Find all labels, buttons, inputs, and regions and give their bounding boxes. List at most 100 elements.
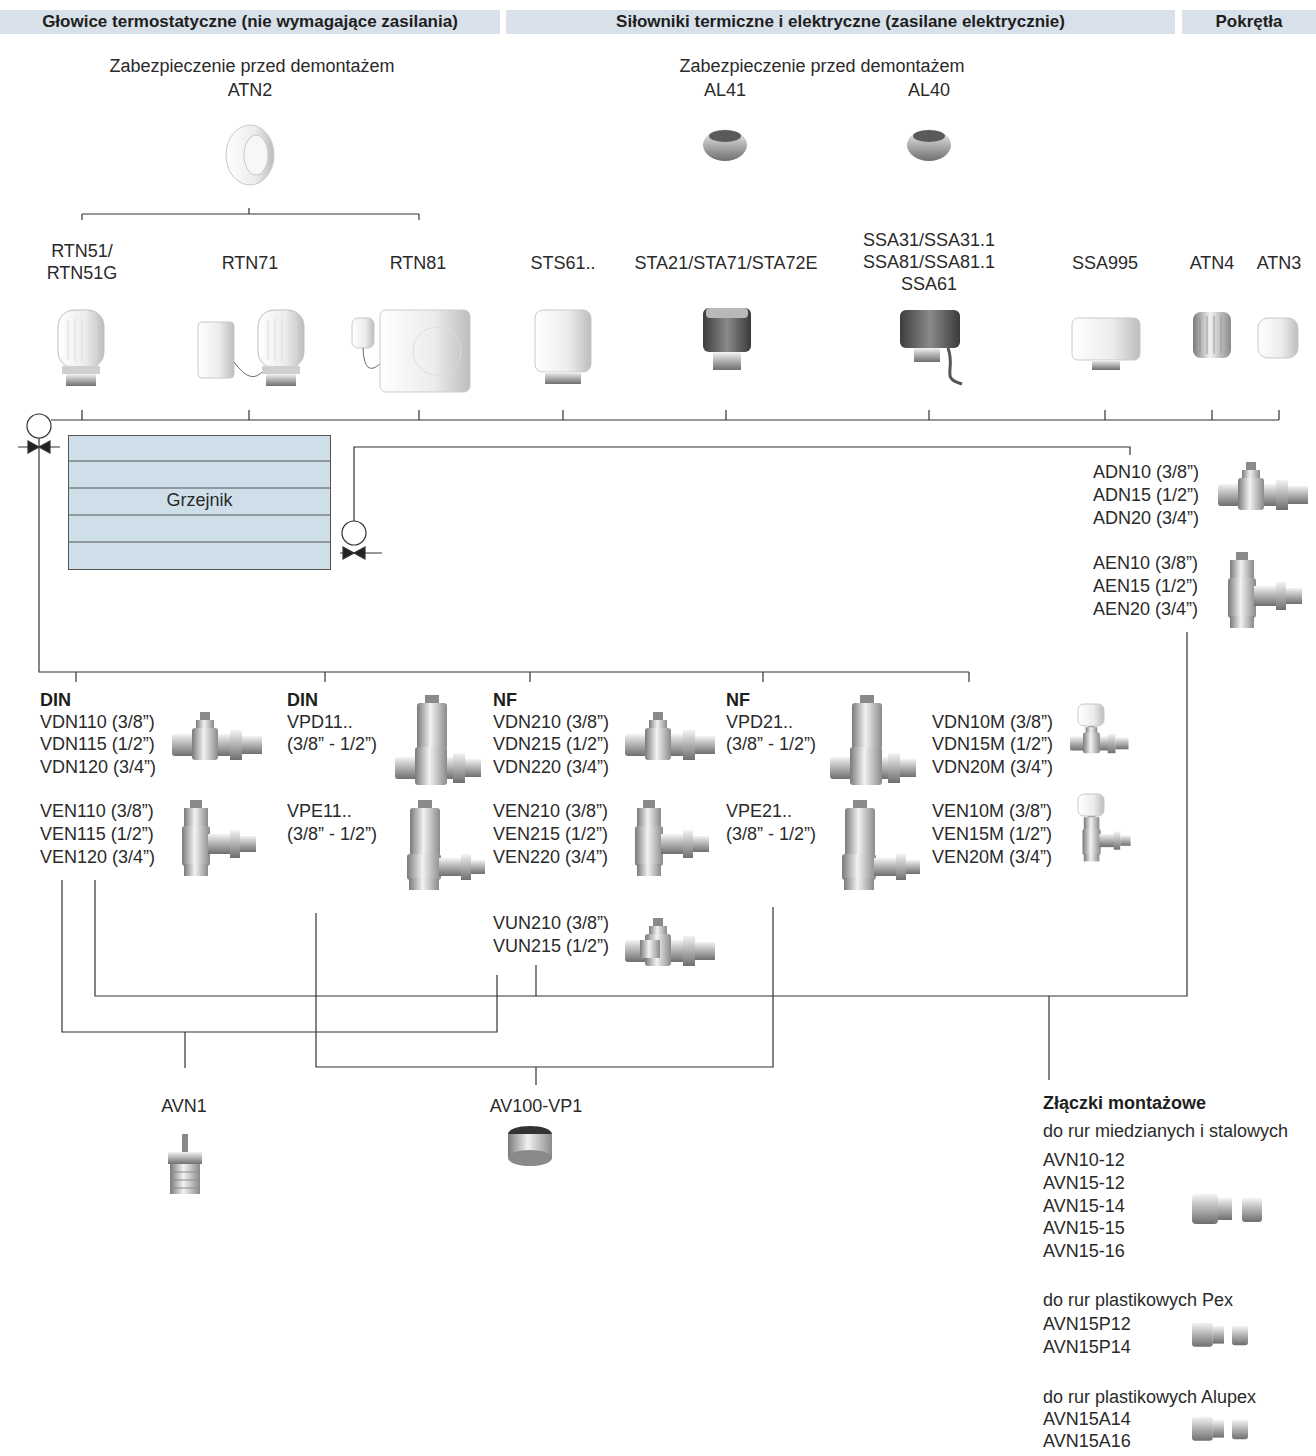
part-label: ADN20 (3/4”): [1093, 507, 1199, 529]
handwheels: [1258, 318, 1298, 358]
section-header: Siłowniki termiczne i elektryczne (zasil…: [506, 10, 1175, 34]
valve-images: [1228, 552, 1302, 628]
valve-images: [830, 695, 916, 785]
valve-images: [640, 940, 660, 958]
part-label: AL41: [704, 79, 746, 101]
part-label: ADN10 (3/8”): [1093, 461, 1199, 483]
tool-images: [508, 1150, 552, 1166]
valve-images: [395, 695, 481, 785]
thermostatic-heads: [363, 348, 382, 368]
part-label: ADN15 (1/2”): [1093, 484, 1199, 506]
actuators: [1072, 318, 1140, 360]
part-label: SSA995: [1072, 252, 1138, 274]
actuators: [535, 308, 1140, 384]
actuators: [1092, 360, 1120, 370]
connector-lines: [62, 880, 497, 1068]
anti-theft-cups: [703, 129, 951, 161]
fitting-images: [1192, 1194, 1262, 1224]
part-label: AVN15-15: [1043, 1217, 1125, 1239]
anti-theft-ring: [226, 125, 274, 185]
group-heading: NF: [493, 689, 517, 711]
radiator-fill: [68, 435, 331, 570]
part-label: VDN20M (3/4”): [932, 756, 1053, 778]
valve-symbols: [28, 441, 50, 453]
section-title: Pokrętła: [1215, 10, 1282, 34]
part-label: AEN20 (3/4”): [1093, 598, 1198, 620]
connector-lines: [82, 410, 1279, 420]
tool-images: [170, 1164, 200, 1194]
tool-images: [182, 1134, 188, 1154]
valve-images: [1070, 722, 1129, 753]
part-label: VPD11..: [287, 711, 353, 733]
valve-images: [172, 462, 1308, 966]
part-label: VDN210 (3/8”): [493, 711, 609, 733]
part-label: RTN51/ RTN51G: [42, 240, 122, 284]
anti-theft-cups: [703, 129, 747, 161]
part-label: (3/8” - 1/2”): [726, 823, 816, 845]
valve-images: [407, 800, 485, 890]
part-label: VEN120 (3/4”): [40, 846, 155, 868]
part-label: AVN15A16: [1043, 1430, 1131, 1452]
handwheels: [1193, 312, 1298, 358]
part-label: VEN210 (3/8”): [493, 800, 608, 822]
section-header: Pokrętła: [1182, 10, 1316, 34]
part-label: AEN10 (3/8”): [1093, 552, 1198, 574]
valve-symbols: [343, 547, 365, 559]
actuators: [535, 310, 591, 372]
part-label: VDN110 (3/8”): [40, 711, 155, 733]
part-label: do rur miedzianych i stalowych: [1043, 1120, 1288, 1142]
valve-images: [842, 800, 920, 890]
part-label: (3/8” - 1/2”): [287, 733, 377, 755]
valve-images: [1078, 704, 1104, 726]
part-label: VEN215 (1/2”): [493, 823, 608, 845]
radiator-label: Grzejnik: [166, 489, 232, 511]
connector-lines: [51, 419, 1279, 420]
fitting-images: [1192, 1323, 1248, 1347]
valve-symbols: [342, 521, 366, 545]
part-label: VPD21..: [726, 711, 793, 733]
anti-theft-cups: [907, 129, 951, 161]
valve-images: [1218, 462, 1308, 510]
part-label: VDN120 (3/4”): [40, 756, 156, 778]
handwheels: [1200, 316, 1221, 354]
part-label: VEN220 (3/4”): [493, 846, 608, 868]
part-label: VUN210 (3/8”): [493, 912, 609, 934]
part-label: VPE21..: [726, 800, 792, 822]
handwheels: [1193, 312, 1231, 358]
part-label: VDN220 (3/4”): [493, 756, 609, 778]
part-label: do rur plastikowych Pex: [1043, 1289, 1233, 1311]
part-label: VEN115 (1/2”): [40, 823, 154, 845]
group-heading: DIN: [40, 689, 71, 711]
part-label: AVN15-14: [1043, 1195, 1125, 1217]
part-label: VDN215 (1/2”): [493, 733, 609, 755]
anti-theft-cups: [709, 130, 741, 142]
part-label: RTN71: [222, 252, 279, 274]
part-label: VEN15M (1/2”): [932, 823, 1052, 845]
group-heading: Złączki montażowe: [1043, 1092, 1206, 1114]
connector-lines: [82, 208, 419, 220]
tool-images: [168, 1126, 552, 1194]
part-label: VDN10M (3/8”): [932, 711, 1053, 733]
part-label: AV100-VP1: [490, 1095, 583, 1117]
tool-images: [168, 1152, 202, 1164]
connector-lines: [95, 632, 1187, 996]
connector-lines: [316, 907, 773, 1085]
anti-theft-ring: [226, 125, 274, 185]
part-label: RTN81: [390, 252, 447, 274]
part-label: AVN15-12: [1043, 1172, 1125, 1194]
actuators: [900, 310, 960, 348]
thermostatic-heads: [198, 322, 234, 378]
radiator-fill: [68, 435, 331, 570]
valve-images: [635, 800, 709, 876]
part-label: VUN215 (1/2”): [493, 935, 609, 957]
part-label: ATN2: [228, 79, 273, 101]
valve-images: [625, 712, 715, 760]
part-label: ATN4: [1190, 252, 1235, 274]
connector-lines: [1048, 996, 1049, 1080]
part-label: AVN10-12: [1043, 1149, 1125, 1171]
valve-images: [182, 800, 256, 876]
valve-images: [1083, 812, 1131, 861]
part-label: (3/8” - 1/2”): [287, 823, 377, 845]
part-label: AVN15-16: [1043, 1240, 1125, 1262]
